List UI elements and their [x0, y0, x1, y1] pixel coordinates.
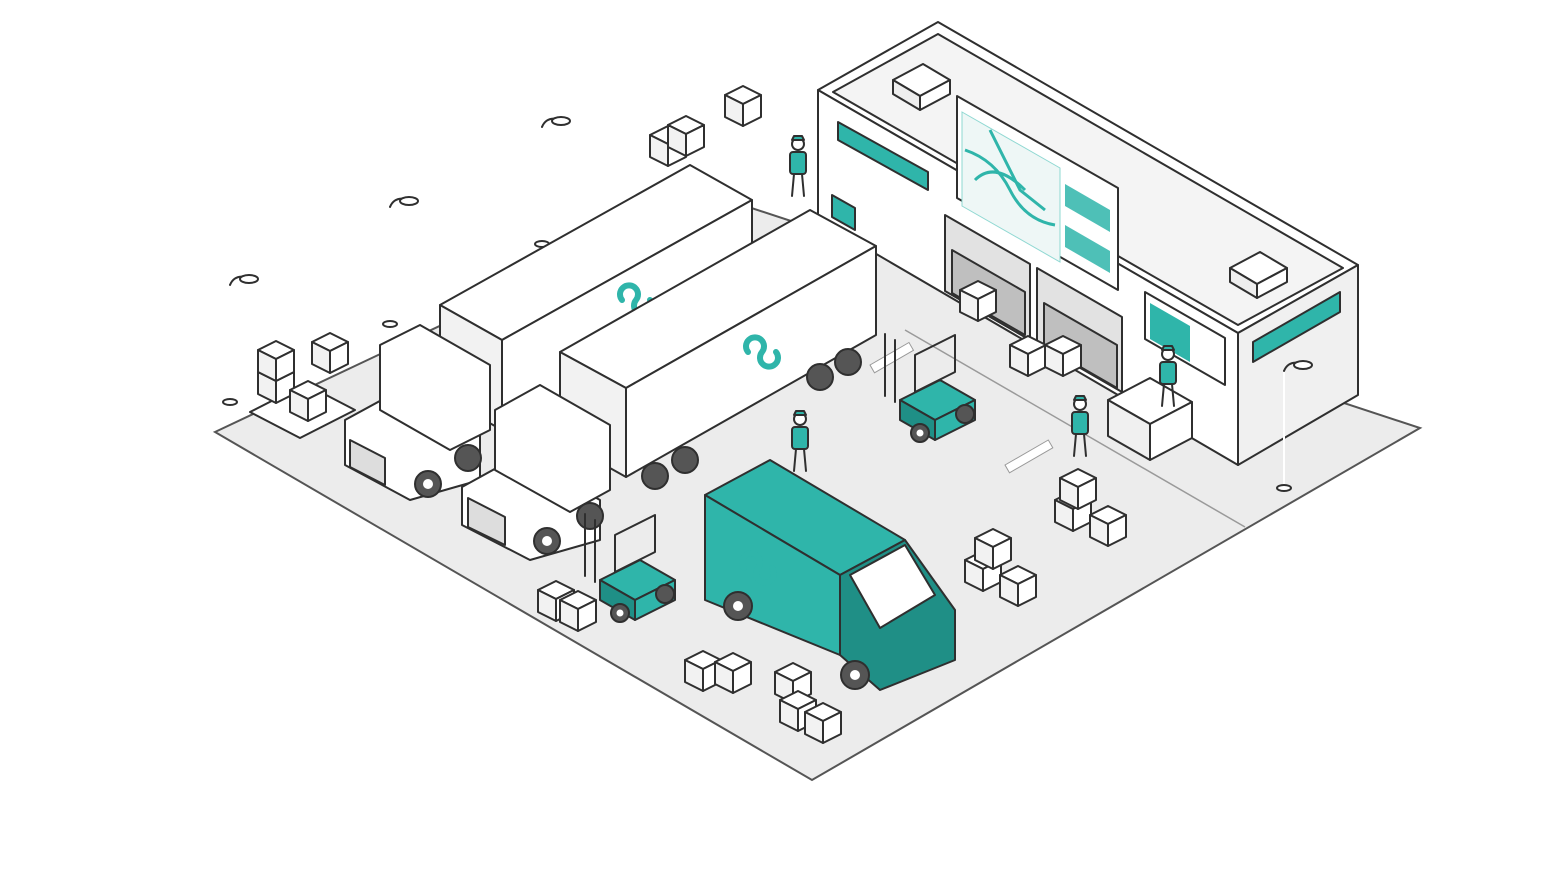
semi-truck — [461, 209, 877, 561]
building-window — [1252, 291, 1341, 363]
roof-ac-unit — [1229, 251, 1288, 299]
box-stack — [667, 115, 705, 157]
building-window — [837, 121, 929, 191]
side-door — [831, 194, 856, 231]
worker — [789, 135, 807, 197]
delivery-van — [704, 459, 956, 691]
street-lamp — [222, 274, 259, 406]
wall-display — [1144, 291, 1226, 386]
box-stack — [724, 85, 762, 127]
reception-desk — [1107, 377, 1193, 461]
floor-marking — [869, 341, 915, 374]
map-dashboard-screen — [956, 95, 1119, 291]
roof-ac-unit — [892, 63, 951, 111]
pallet-boxes — [249, 332, 356, 439]
street-lamp — [382, 196, 419, 328]
floor-marking — [1004, 439, 1054, 474]
street-lamp — [534, 116, 571, 248]
